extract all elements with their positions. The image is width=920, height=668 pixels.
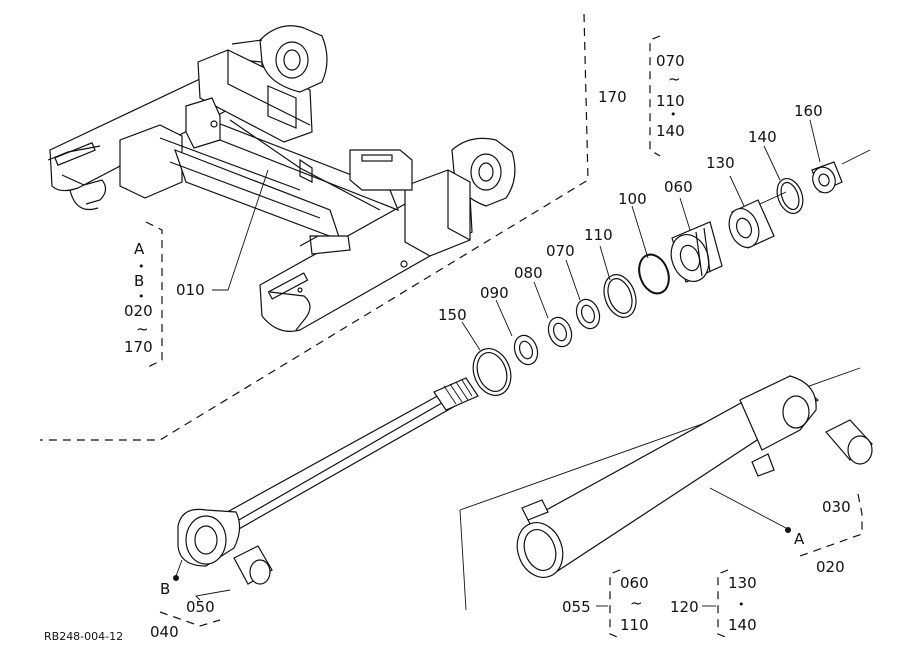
point-a-dot [785, 527, 791, 533]
bracket-left-line3: 020 [124, 302, 153, 320]
bracket-120-range: 130 • 140 [702, 569, 757, 639]
bracket-120-line1: 130 [728, 574, 757, 592]
label-140: 140 [748, 128, 777, 146]
bracket-040 [159, 611, 221, 627]
bracket-top-line1: 070 [656, 52, 685, 70]
label-point-a: A [794, 530, 805, 548]
frame-assembly-drawing [47, 25, 516, 332]
label-130: 130 [706, 154, 735, 172]
bracket-055-tilde: ~ [630, 594, 643, 612]
bracket-top-range: 070 ~ 110 • 140 [649, 35, 685, 157]
bracket-top-line3: 140 [656, 122, 685, 140]
bracket-left-line2: B [134, 272, 144, 290]
label-160: 160 [794, 102, 823, 120]
bracket-top-tilde: ~ [668, 70, 681, 88]
label-020: 020 [816, 558, 845, 576]
bracket-120-line2: 140 [728, 616, 757, 634]
bracket-055-range: 060 ~ 110 [596, 569, 649, 639]
bracket-020 [799, 493, 863, 557]
bracket-left-line4: 170 [124, 338, 153, 356]
bracket-top-dot: • [670, 108, 677, 121]
point-b-dot [173, 575, 179, 581]
bracket-055-line2: 110 [620, 616, 649, 634]
label-point-b: B [160, 580, 170, 598]
label-120: 120 [670, 598, 699, 616]
bracket-left-dot1: • [138, 260, 145, 273]
figure-code: RB248-004-12 [44, 630, 123, 643]
bracket-055-line1: 060 [620, 574, 649, 592]
label-050: 050 [186, 598, 215, 616]
rod-seal-parts-drawing [177, 149, 871, 585]
label-070: 070 [546, 242, 575, 260]
bracket-top-line2: 110 [656, 92, 685, 110]
label-055: 055 [562, 598, 591, 616]
label-040: 040 [150, 623, 179, 641]
bracket-left-tilde: ~ [136, 320, 149, 338]
label-030: 030 [822, 498, 851, 516]
label-110: 110 [584, 226, 613, 244]
label-060: 060 [664, 178, 693, 196]
cylinder-tube-drawing [459, 367, 873, 611]
label-170: 170 [598, 88, 627, 106]
bracket-120-dot: • [738, 598, 745, 611]
bracket-left-line1: A [134, 240, 145, 258]
label-090: 090 [480, 284, 509, 302]
bracket-left-range: A • B • 020 ~ 170 [124, 221, 163, 369]
bracket-left-dot2: • [138, 290, 145, 303]
leader-lines [175, 119, 821, 601]
label-100: 100 [618, 190, 647, 208]
label-150: 150 [438, 306, 467, 324]
label-080: 080 [514, 264, 543, 282]
label-010: 010 [176, 281, 205, 299]
